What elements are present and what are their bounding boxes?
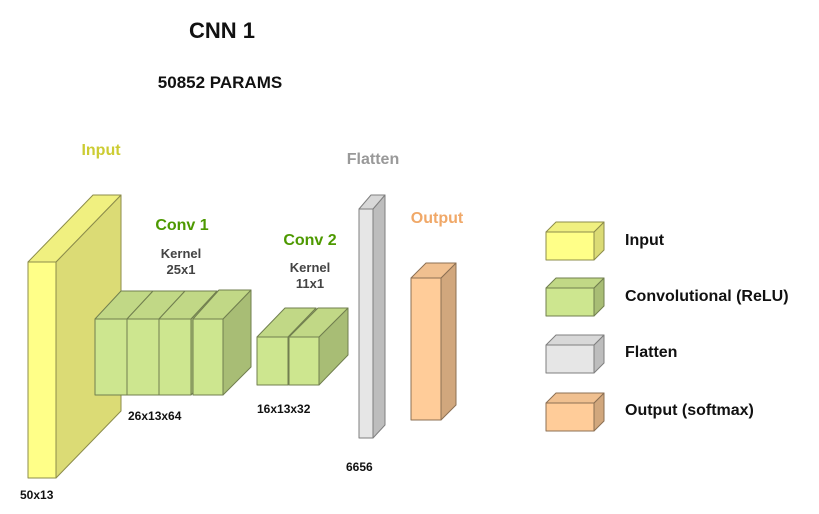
legend-label-flatten: Flatten (625, 344, 678, 361)
legend-swatch-front (545, 402, 595, 432)
conv2-block (288, 307, 349, 386)
input-layer-label: Input (81, 142, 121, 159)
legend-swatch-output (545, 392, 605, 432)
input-dims: 50x13 (20, 488, 54, 502)
flatten-layer-label: Flatten (346, 151, 400, 168)
conv1-kernel-label: Kernel (160, 246, 202, 261)
conv1-block-front (192, 318, 224, 396)
legend-swatch-front (545, 344, 595, 374)
legend-swatch-conv (545, 277, 605, 317)
input-block-front (27, 261, 57, 479)
conv2-kernel: Kernel 11x1 (290, 260, 330, 292)
conv2-kernel-size: 11x1 (295, 276, 325, 291)
legend-swatch-flatten (545, 334, 605, 374)
legend-label-conv: Convolutional (ReLU) (625, 288, 789, 305)
conv2-kernel-label: Kernel (289, 260, 331, 275)
conv1-block (192, 289, 252, 396)
legend-swatch-top (545, 277, 605, 289)
conv1-dims: 26x13x64 (128, 409, 182, 423)
legend-swatch-front (545, 287, 595, 317)
legend-swatch-front (545, 231, 595, 261)
output-block (410, 262, 457, 421)
conv1-block-front (126, 318, 160, 396)
conv1-block-front (94, 318, 128, 396)
flatten-dims: 6656 (346, 460, 373, 474)
params-count: 50852 PARAMS (157, 73, 283, 92)
conv1-blocks (94, 289, 252, 396)
flatten-block-front (358, 208, 374, 439)
legend-swatch-top (545, 221, 605, 233)
conv2-block-front (288, 336, 320, 386)
output-layer-label: Output (410, 210, 464, 227)
conv1-layer-label: Conv 1 (155, 217, 209, 234)
conv2-blocks (256, 307, 349, 386)
conv2-dims: 16x13x32 (257, 402, 311, 416)
input-block (27, 194, 122, 479)
output-block-side (440, 262, 457, 421)
conv1-block-front (158, 318, 192, 396)
conv2-layer-label: Conv 2 (283, 232, 337, 249)
conv2-block-front (256, 336, 289, 386)
legend-swatch-top (545, 392, 605, 404)
legend-swatch-top (545, 334, 605, 346)
output-block-front (410, 277, 442, 421)
legend-label-input: Input (625, 232, 665, 249)
legend-swatch-input (545, 221, 605, 261)
diagram-title: CNN 1 (188, 18, 256, 43)
conv1-kernel: Kernel 25x1 (161, 246, 201, 278)
conv1-kernel-size: 25x1 (166, 262, 196, 277)
flatten-block-side (372, 194, 386, 439)
legend-label-output: Output (softmax) (625, 402, 754, 419)
flatten-block (358, 194, 386, 439)
